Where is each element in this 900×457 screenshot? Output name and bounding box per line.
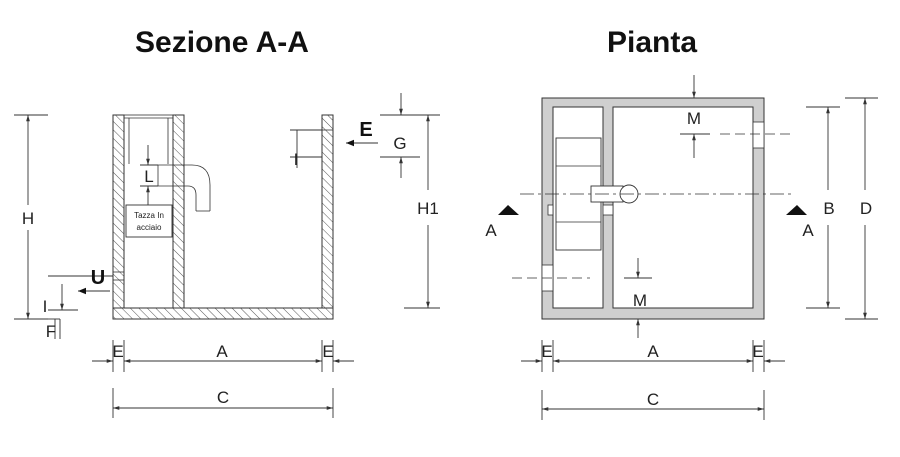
label-E-plan-left: E: [541, 342, 552, 361]
label-G: G: [393, 134, 406, 153]
plan-title: Pianta: [607, 26, 697, 59]
steel-cup: Tazza In acciaio: [125, 164, 211, 238]
label-I-left: I: [43, 297, 48, 316]
cup-tag-line1: Tazza In: [134, 211, 164, 220]
inlet-opening: [752, 121, 765, 149]
left-wall: [112, 114, 125, 320]
dim-H: H: [14, 114, 48, 320]
label-A-plan: A: [647, 342, 659, 361]
label-L: L: [144, 167, 153, 186]
dim-M-top: M: [680, 75, 710, 158]
cup-tag-line2: acciaio: [137, 223, 162, 232]
dim-L: L: [140, 145, 158, 205]
section-marker-left: A: [485, 205, 519, 240]
tank-walls: [112, 114, 334, 320]
plan-walls: [541, 97, 765, 320]
label-C-plan: C: [647, 390, 659, 409]
label-D: D: [860, 199, 872, 218]
section-bottom-dims: E A E C: [92, 340, 354, 418]
inlet-E: E: [346, 119, 378, 147]
dim-H1: H1: [404, 115, 440, 309]
label-E-plan-right: E: [752, 342, 763, 361]
right-wall: [321, 114, 334, 320]
bottom-slab: [112, 307, 334, 320]
pipe-outer: [158, 164, 211, 211]
label-A-marker-left: A: [485, 221, 497, 240]
plan-bottom-dims: E A E C: [521, 340, 785, 420]
label-M-top: M: [687, 109, 701, 128]
label-B: B: [823, 199, 834, 218]
plan-wall-shape: [541, 97, 765, 320]
section-view: Sezione A-A Tazza In acciaio: [14, 26, 440, 418]
label-F: F: [46, 322, 56, 341]
section-marker-right: A: [786, 205, 814, 240]
inner-chamber: [123, 114, 174, 309]
inner-partition: [172, 114, 185, 309]
dim-D: D: [845, 97, 878, 320]
label-E-bottom-left: E: [112, 342, 123, 361]
label-M-bottom: M: [633, 291, 647, 310]
dim-B: B: [806, 106, 840, 309]
section-title: Sezione A-A: [135, 26, 309, 59]
label-E-inlet: E: [359, 119, 372, 141]
dim-I-right: I: [290, 129, 322, 169]
dim-I-left: I: [43, 284, 78, 316]
label-H: H: [22, 209, 34, 228]
plan-view: Pianta A A: [485, 26, 878, 420]
label-A-marker-right: A: [802, 221, 814, 240]
dim-F: F: [46, 318, 61, 341]
label-I-right: I: [294, 150, 299, 169]
label-U: U: [91, 267, 105, 289]
pipe-inner: [158, 185, 197, 211]
label-E-bottom-right: E: [322, 342, 333, 361]
label-A-section: A: [216, 342, 228, 361]
cup-tag-box: [125, 204, 173, 238]
dim-G: G: [380, 93, 440, 178]
outlet-U: U: [48, 267, 113, 295]
label-H1: H1: [417, 199, 439, 218]
label-C-section: C: [217, 388, 229, 407]
dim-M-bottom: M: [624, 258, 652, 338]
